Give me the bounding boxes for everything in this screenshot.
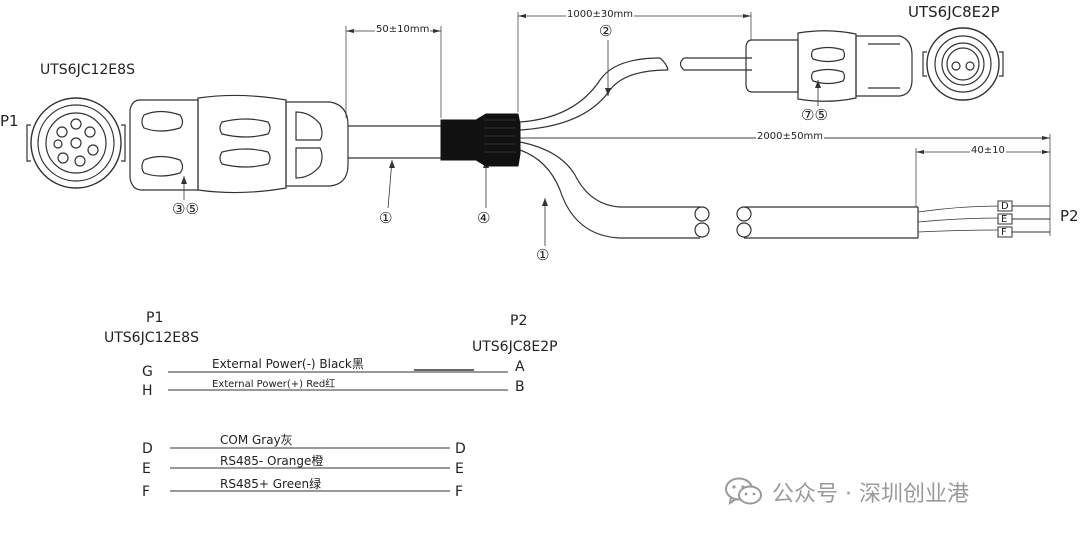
signal-desc-gray: COM Gray灰	[220, 433, 293, 447]
signal-to-d: D	[455, 441, 466, 457]
signal-from-d: D	[142, 441, 153, 457]
signal-from-e: E	[142, 461, 151, 477]
wire-tag-e: E	[1001, 214, 1008, 225]
watermark-text: 公众号 · 深圳创业港	[772, 482, 969, 507]
p1-connector-body	[129, 94, 349, 194]
dimension-40mm: 40±10	[970, 145, 1006, 156]
overmold-splice	[440, 113, 521, 167]
callout-1-cable: ①	[379, 209, 393, 227]
callout-3-5: ③⑤	[172, 200, 199, 218]
wiring-p1-part: UTS6JC12E8S	[104, 330, 199, 346]
p2-label: P2	[1060, 207, 1079, 225]
power-desc-black: External Power(-) Black黑	[212, 357, 364, 371]
wiring-p2-label: P2	[510, 313, 528, 329]
p2-part-number: UTS6JC8E2P	[908, 3, 1000, 21]
dimension-1000mm: 1000±30mm	[566, 9, 635, 20]
wiring-p1-label: P1	[146, 310, 164, 326]
p1-part-number: UTS6JC12E8S	[40, 62, 135, 78]
callout-4: ④	[477, 209, 491, 227]
signal-desc-green: RS485+ Green绿	[220, 477, 322, 491]
signal-from-f: F	[142, 484, 151, 500]
power-from-h: H	[142, 383, 153, 399]
watermark: 公众号 · 深圳创业港	[724, 476, 969, 508]
p2-connector-body	[745, 30, 913, 102]
power-from-g: G	[142, 364, 153, 380]
dimension-2000mm: 2000±50mm	[756, 131, 825, 142]
power-to-b: B	[515, 379, 525, 395]
wechat-icon	[725, 477, 762, 506]
signal-to-f: F	[455, 484, 464, 500]
power-desc-red: External Power(+) Red红	[212, 379, 336, 390]
p2-face-view	[922, 27, 1004, 101]
power-to-a: A	[515, 359, 525, 375]
callout-1-branch: ①	[536, 246, 550, 264]
wiring-lines	[168, 369, 508, 492]
p1-face-view	[26, 97, 126, 189]
wire-tags	[997, 200, 1050, 238]
p1-label: P1	[0, 112, 19, 130]
dimension-50mm: 50±10mm	[375, 24, 431, 35]
callout-7-5: ⑦⑤	[801, 106, 828, 124]
signal-to-e: E	[455, 461, 464, 477]
wire-tag-d: D	[1001, 201, 1009, 212]
signal-desc-orange: RS485- Orange橙	[220, 454, 324, 468]
callout-2: ②	[599, 22, 613, 40]
wiring-p2-part: UTS6JC8E2P	[472, 339, 558, 355]
wire-tag-f: F	[1001, 227, 1007, 238]
